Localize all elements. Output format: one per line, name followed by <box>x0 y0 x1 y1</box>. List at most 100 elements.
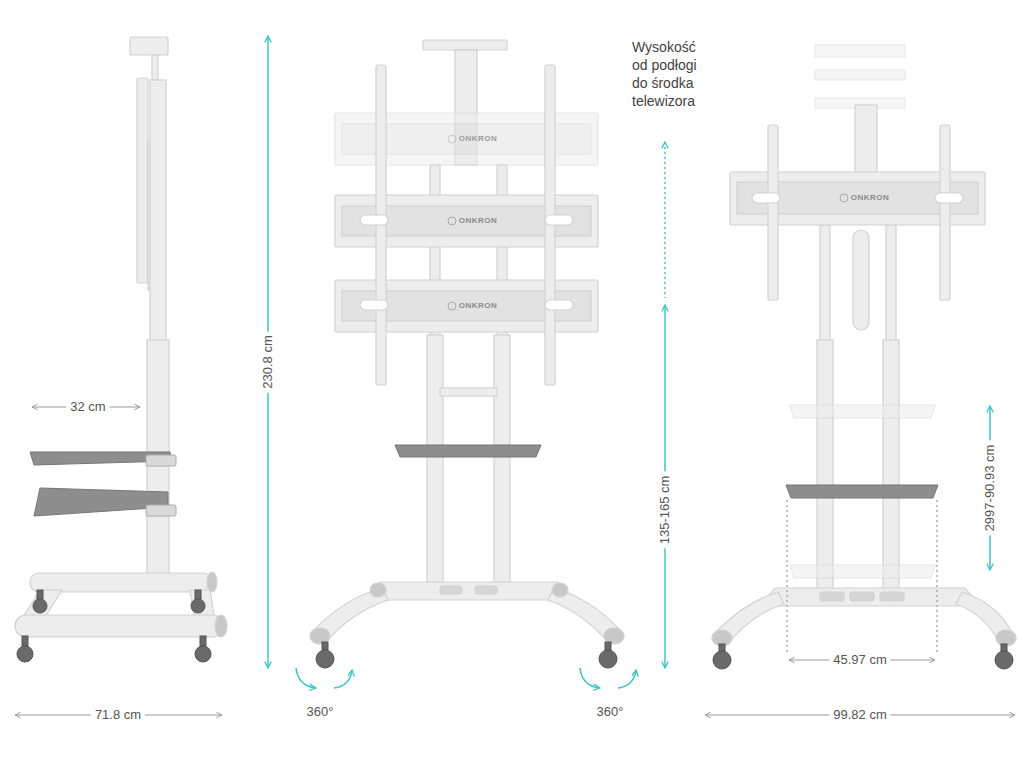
side-view-part <box>215 615 227 637</box>
angled-view-part <box>768 125 778 300</box>
side-view-part <box>130 37 168 55</box>
rotation-arrows-part <box>618 670 636 688</box>
front-logos-part <box>448 302 456 310</box>
shelf-clamps <box>146 455 176 516</box>
dimension-label: 99.82 cm <box>829 707 890 723</box>
height-dimensions <box>268 36 990 668</box>
angled-view-part-part <box>815 45 905 57</box>
side-view-part <box>207 572 217 592</box>
front-logos-part <box>448 217 456 225</box>
front-view-part <box>440 586 462 594</box>
rotation-label: 360° <box>597 704 624 720</box>
front-casters <box>316 642 617 668</box>
angled-casters-part <box>713 651 731 669</box>
side-casters-part <box>191 599 205 613</box>
logo-text: ONKRON <box>459 134 498 144</box>
front-view <box>310 40 624 644</box>
front-view-part <box>364 582 574 600</box>
angled-casters <box>713 644 1013 669</box>
front-casters-part <box>599 650 617 668</box>
angled-view-part <box>935 193 963 203</box>
angled-view-part <box>815 45 905 108</box>
angled-view-part <box>853 230 869 330</box>
note-label: Wysokość od podłogi do środka telewizora <box>632 38 714 110</box>
shelf-clamps-part <box>146 455 176 466</box>
angled-dimensions-part <box>936 500 937 655</box>
angled-shelf <box>786 485 938 498</box>
side-casters-part <box>195 646 211 662</box>
side-view-part <box>15 615 223 637</box>
rotation-arrows-part <box>334 670 352 688</box>
side-casters-part <box>200 636 206 646</box>
angled-casters-part <box>995 651 1013 669</box>
side-view-part <box>152 55 158 80</box>
angled-view-part <box>760 588 980 606</box>
front-view-part <box>552 583 568 597</box>
front-view-part <box>427 335 443 590</box>
side-casters-part <box>33 599 47 613</box>
dimension-label: 135-165 cm <box>657 472 673 549</box>
side-casters-part <box>22 636 28 646</box>
front-view-part <box>360 215 388 225</box>
logo-text: ONKRON <box>459 216 498 226</box>
angled-dimensions-part <box>786 500 787 655</box>
angled-view-part <box>855 105 877 175</box>
front-casters-part <box>605 642 611 650</box>
angled-view-part <box>940 125 950 300</box>
front-logos-part <box>448 135 456 143</box>
front-view-part <box>440 388 497 396</box>
front-view-part-part <box>335 113 598 165</box>
front-shelf-part <box>395 445 541 457</box>
dimension-label: 32 cm <box>66 399 109 415</box>
height-dimensions-part <box>664 142 666 298</box>
front-logos <box>448 135 456 310</box>
logo-text: ONKRON <box>459 301 498 311</box>
front-view-part <box>335 195 598 247</box>
angled-shelf-part <box>786 485 938 498</box>
rotation-arrows <box>296 668 636 688</box>
angled-view-part <box>820 592 844 601</box>
angled-view-part <box>883 340 899 600</box>
side-view-part <box>137 78 148 283</box>
front-view-part <box>370 583 386 597</box>
dimension-label: 2997-90.93 cm <box>982 441 998 536</box>
front-casters-part <box>316 650 334 668</box>
front-view-part <box>545 300 573 310</box>
dimension-label: 71.8 cm <box>91 707 145 723</box>
front-view-part <box>335 280 598 332</box>
front-view-part <box>423 40 507 50</box>
front-view-part <box>494 335 510 590</box>
front-view-part <box>360 300 388 310</box>
side-casters <box>17 590 211 662</box>
shelf-clamps-part <box>146 505 176 516</box>
angled-logo <box>840 194 848 202</box>
logo-text: ONKRON <box>851 193 890 203</box>
front-shelf <box>395 445 541 457</box>
angled-view-part-part <box>790 565 935 578</box>
front-casters-part <box>322 642 328 650</box>
angled-view-part-part <box>815 70 905 80</box>
angled-view-part <box>880 592 904 601</box>
front-view-part <box>545 215 573 225</box>
side-view-part <box>150 80 166 345</box>
side-dimensions <box>15 407 222 715</box>
dimension-label: 45.97 cm <box>829 652 890 668</box>
rotation-label: 360° <box>307 704 334 720</box>
angled-view-part-part <box>790 405 935 418</box>
angled-view-part <box>850 592 874 601</box>
rotation-arrows-part <box>580 668 600 688</box>
side-view <box>15 37 227 637</box>
front-view-part <box>475 586 497 594</box>
angled-view-part <box>752 193 780 203</box>
front-view-part <box>335 113 598 165</box>
angled-view <box>712 45 1016 646</box>
angled-logo-part <box>840 194 848 202</box>
rotation-arrows-part <box>296 668 316 688</box>
angled-view-part <box>817 340 833 600</box>
dimension-label: 230.8 cm <box>260 331 276 392</box>
angled-dimensions <box>705 500 1015 715</box>
side-casters-part <box>17 646 33 662</box>
side-view-part <box>30 573 212 592</box>
